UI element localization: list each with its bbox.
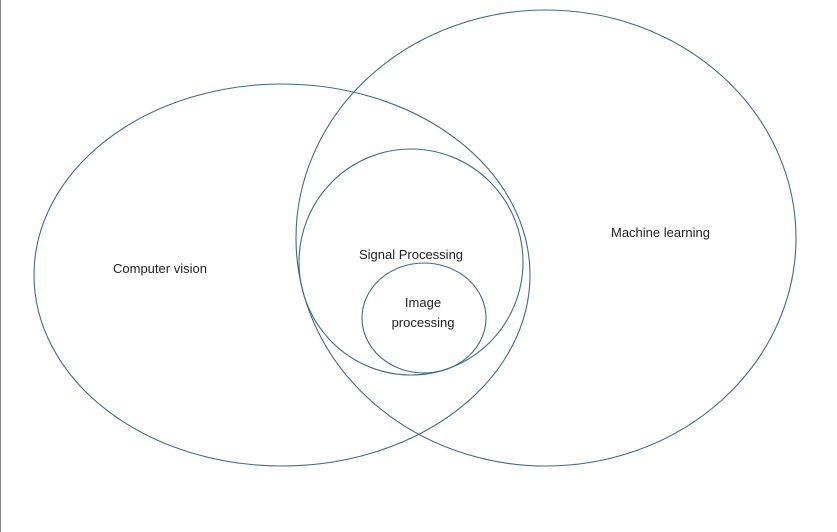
machine-learning-label: Machine learning <box>611 225 710 240</box>
image-processing-label-line1: Image <box>405 295 441 310</box>
computer-vision-ellipse <box>33 83 531 467</box>
image-processing-ellipse <box>361 262 487 374</box>
computer-vision-label: Computer vision <box>113 261 207 276</box>
machine-learning-ellipse <box>295 9 797 467</box>
signal-processing-ellipse <box>298 148 524 376</box>
signal-processing-label: Signal Processing <box>359 247 463 262</box>
image-processing-label-line2: processing <box>392 315 455 330</box>
